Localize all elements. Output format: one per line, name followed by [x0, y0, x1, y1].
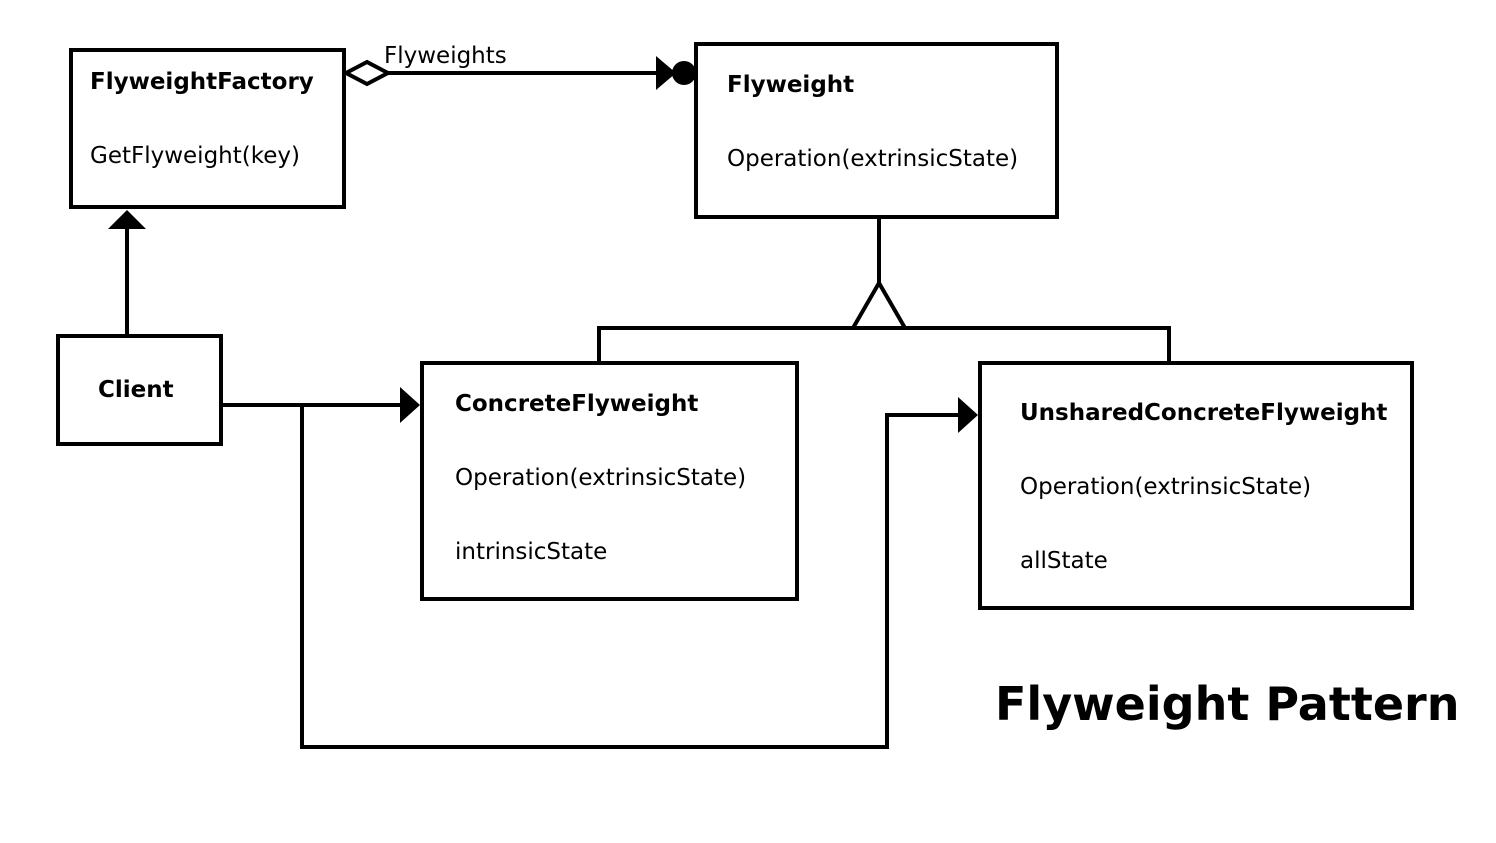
concrete-flyweight-name: ConcreteFlyweight [455, 391, 699, 417]
class-flyweight [694, 42, 1059, 219]
inheritance-triangle [849, 279, 909, 330]
flyweight-factory-name: FlyweightFactory [90, 69, 314, 95]
diagram-title: Flyweight Pattern [995, 677, 1460, 731]
aggregation-arrowhead [656, 56, 676, 90]
client-factory-connector [108, 210, 146, 336]
client-concrete-connector [220, 387, 420, 423]
aggregation-connector [341, 56, 696, 90]
association-label: Flyweights [384, 43, 507, 69]
inheritance-connector [597, 217, 1171, 363]
aggregation-dot [672, 61, 696, 85]
class-flyweight-factory [69, 48, 346, 209]
class-concrete-flyweight [420, 361, 799, 601]
unshared-concrete-flyweight-name: UnsharedConcreteFlyweight [1020, 400, 1388, 426]
unshared-concrete-flyweight-member-operation: Operation(extrinsicState) [1020, 474, 1312, 500]
unshared-concrete-flyweight-member-state: allState [1020, 548, 1108, 574]
concrete-flyweight-member-operation: Operation(extrinsicState) [455, 465, 747, 491]
aggregation-diamond [341, 59, 393, 87]
concrete-flyweight-member-state: intrinsicState [455, 539, 608, 565]
flyweight-factory-member: GetFlyweight(key) [90, 143, 300, 169]
client-factory-arrowhead [108, 210, 146, 229]
class-client [56, 334, 223, 446]
flyweight-name: Flyweight [727, 72, 855, 98]
client-unshared-arrowhead [958, 397, 978, 433]
client-name: Client [98, 377, 174, 403]
client-unshared-connector [300, 397, 978, 749]
flyweight-member: Operation(extrinsicState) [727, 146, 1019, 172]
class-unshared-concrete-flyweight [978, 361, 1414, 610]
client-concrete-arrowhead [400, 387, 420, 423]
